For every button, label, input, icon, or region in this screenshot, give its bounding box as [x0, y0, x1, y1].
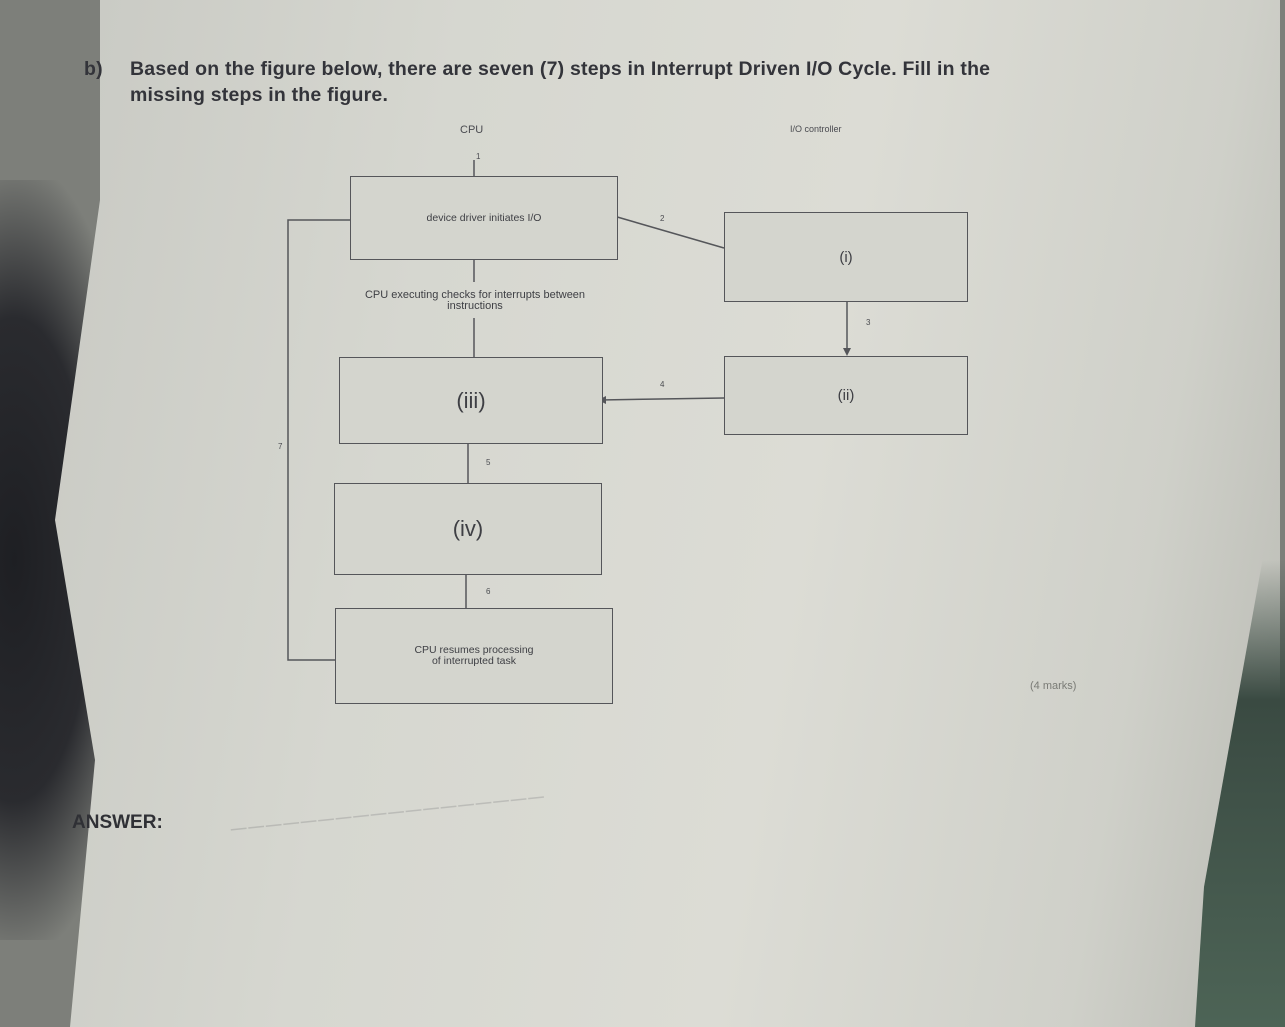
box-blank-i: (i) — [724, 212, 968, 302]
answer-label: ANSWER: — [72, 812, 163, 833]
connector-2 — [599, 211, 725, 249]
question-text-line-1: Based on the figure below, there are sev… — [130, 58, 991, 80]
connector-4 — [599, 397, 725, 401]
box-cpu-resumes: CPU resumes processing of interrupted ta… — [335, 608, 613, 704]
arrowhead-to-box-ii — [843, 348, 851, 356]
step-number-2: 2 — [660, 214, 665, 223]
step-number-1: 1 — [476, 152, 481, 161]
blank-iv-label: (iv) — [452, 516, 484, 541]
blank-iii-label: (iii) — [456, 387, 486, 413]
marks-allocation: (4 marks) — [1030, 680, 1077, 692]
box-device-driver-text: device driver initiates I/O — [426, 211, 542, 224]
step-number-6: 6 — [486, 587, 491, 596]
box-blank-iv: (iv) — [334, 483, 602, 575]
step-number-5: 5 — [486, 458, 491, 467]
cpu-column-heading: CPU — [460, 124, 484, 136]
exam-paper-sheet — [55, 0, 1280, 1027]
cpu-executing-checks-text: CPU executing checks for interrupts betw… — [364, 289, 586, 312]
step-number-3: 3 — [866, 318, 871, 327]
question-label: b) — [84, 58, 103, 80]
blank-i-label: (i) — [839, 248, 853, 266]
connector-7 — [287, 219, 352, 661]
io-controller-column-heading: I/O controller — [790, 124, 842, 134]
box-cpu-resumes-text: CPU resumes processing of interrupted ta… — [414, 644, 534, 667]
step-number-4: 4 — [660, 380, 665, 389]
box-blank-ii: (ii) — [724, 356, 968, 435]
box-device-driver-initiates-io: device driver initiates I/O — [350, 176, 618, 260]
box-blank-iii: (iii) — [339, 357, 603, 444]
step-number-7: 7 — [278, 442, 283, 451]
blank-ii-label: (ii) — [837, 387, 855, 404]
question-text-line-2: missing steps in the figure. — [130, 84, 389, 106]
